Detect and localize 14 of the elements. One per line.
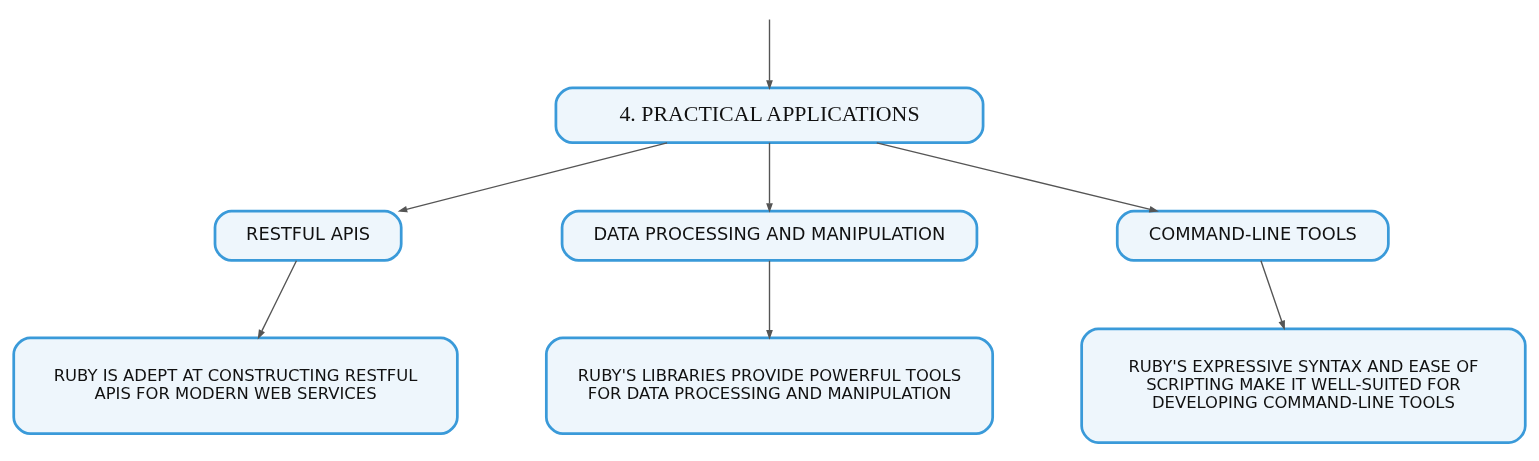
arrow — [766, 142, 773, 213]
arrow — [766, 260, 773, 340]
node-box: RUBY'S LIBRARIES PROVIDE POWERFUL TOOLS FOR DATA PROCESSING AND MANIPULATION — [544, 336, 995, 435]
arrow — [257, 260, 298, 340]
node-box: 4. PRACTICAL APPLICATIONS — [554, 86, 985, 145]
node-box: RUBY'S EXPRESSIVE SYNTAX AND EASE OF SCRIPTING MAKE IT WELL-SUITED FOR DEVELOPING COMMAND-LINE TOOLS — [1080, 327, 1527, 444]
node-box: RUBY IS ADEPT AT CONSTRUCTING RESTFUL APIS FOR MODERN WEB SERVICES — [12, 336, 459, 435]
arrow — [876, 142, 1159, 213]
node-box: RESTFUL APIS — [213, 209, 403, 262]
arrow — [1260, 260, 1285, 331]
node-box: COMMAND-LINE TOOLS — [1115, 209, 1390, 262]
node-box: DATA PROCESSING AND MANIPULATION — [560, 209, 979, 262]
arrow — [397, 142, 668, 213]
arrow — [766, 18, 773, 90]
